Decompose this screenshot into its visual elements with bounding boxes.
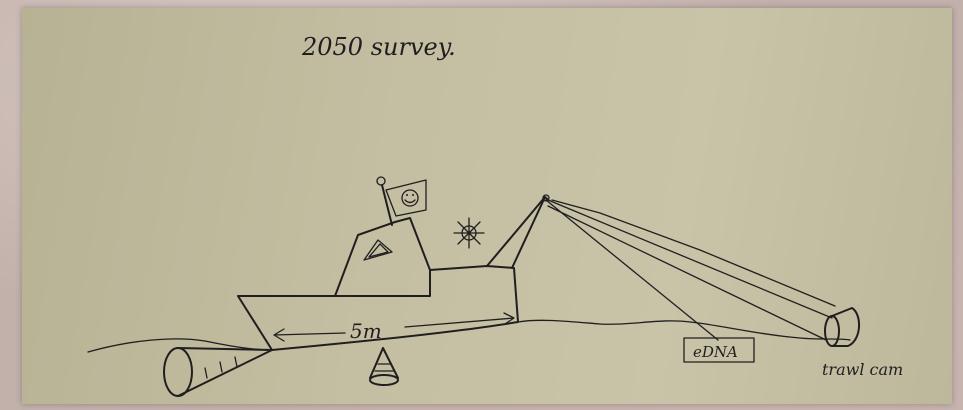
trawl-cam bbox=[825, 308, 859, 346]
sun-icon bbox=[454, 218, 484, 248]
ship-cabin bbox=[335, 218, 430, 296]
sketch-title: 2050 survey. bbox=[301, 33, 456, 61]
smiley-icon bbox=[402, 190, 418, 206]
mast-top bbox=[377, 177, 385, 185]
a-frame-crane bbox=[487, 197, 548, 268]
flag bbox=[386, 180, 426, 216]
hull-bow-edge bbox=[238, 296, 272, 350]
edna-label: eDNA bbox=[693, 343, 738, 361]
sonar-cone-left bbox=[164, 348, 272, 396]
length-label: 5m bbox=[350, 319, 382, 343]
sonar-cone-down bbox=[370, 348, 398, 385]
edna-cable bbox=[546, 200, 718, 340]
cabin-window bbox=[364, 240, 392, 260]
trawl-cam-label: trawl cam bbox=[822, 360, 903, 379]
